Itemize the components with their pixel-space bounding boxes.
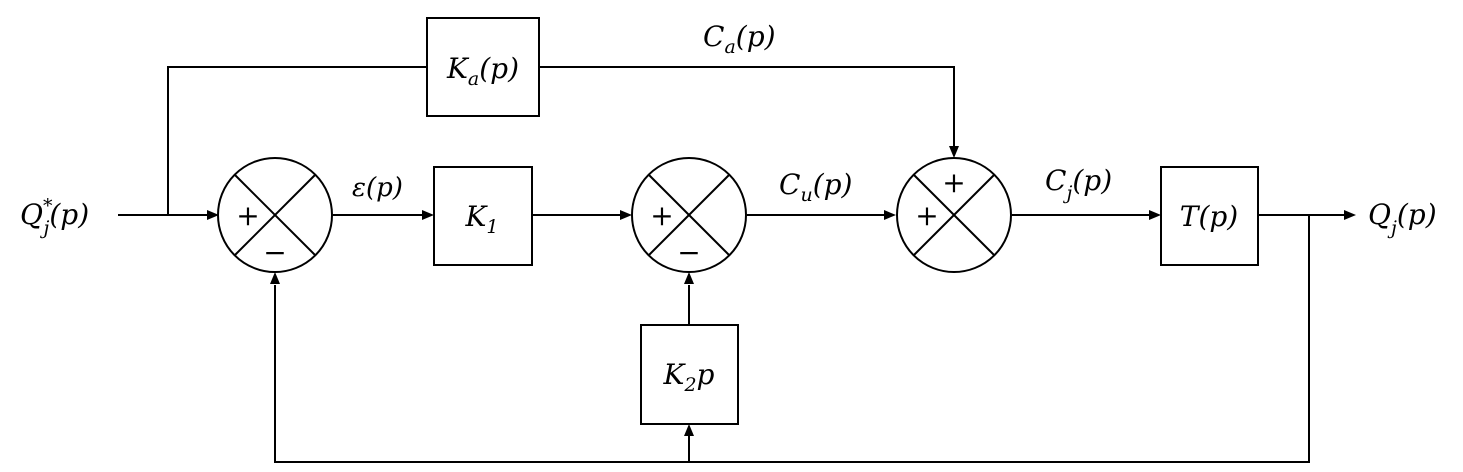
arrowhead [684,424,694,436]
block-t-frame [1160,166,1259,266]
arrowheads [207,146,1356,436]
summer-2: + − [631,157,747,273]
block-k2p: K2p [640,324,739,425]
block-t-label: T(p) [1180,200,1238,233]
summer-2-minus: − [677,236,700,269]
summer-3-plus-left: + [915,199,938,232]
arrowhead [684,272,694,284]
wires [118,66,1348,463]
signal-ca-label: Ca(p) [703,20,776,58]
summer-1-cross [234,174,316,256]
block-ka: Ka(p) [426,17,540,117]
arrowhead [207,210,219,220]
arrowhead [949,146,959,158]
summer-2-plus: + [650,199,673,232]
block-k2p-frame [640,324,739,425]
signal-input-label: Q*j(p) [20,195,89,239]
block-k1-frame [433,166,533,266]
arrowhead [1344,210,1356,220]
arrowhead [270,272,280,284]
summer-3-plus-top: + [942,166,965,199]
block-k1: K1 [433,166,533,266]
signal-cj-label: Cj(p) [1045,164,1112,204]
summer-1: + − [217,157,333,273]
summer-2-cross [648,174,730,256]
arrowhead [422,210,434,220]
block-t: T(p) [1160,166,1259,266]
block-ka-label: Ka(p) [446,52,519,90]
wire-feedforward-to-ka [167,66,427,215]
arrowhead [884,210,896,220]
signal-error-label: ε(p) [352,173,403,203]
summer-1-minus: − [263,236,286,269]
block-k2p-label: K2p [663,358,715,396]
wire-ka-to-summer3 [539,66,955,150]
block-ka-frame [426,17,540,117]
signal-cu-label: Cu(p) [779,168,852,206]
arrowhead [1149,210,1161,220]
arrowhead [620,210,632,220]
summer-3: + + [896,157,1012,273]
summer-1-plus: + [236,199,259,232]
wire-feedback [274,215,1310,463]
summer-3-cross [913,174,995,256]
signal-output-label: Qj(p) [1368,198,1437,239]
block-k1-label: K1 [464,200,498,238]
